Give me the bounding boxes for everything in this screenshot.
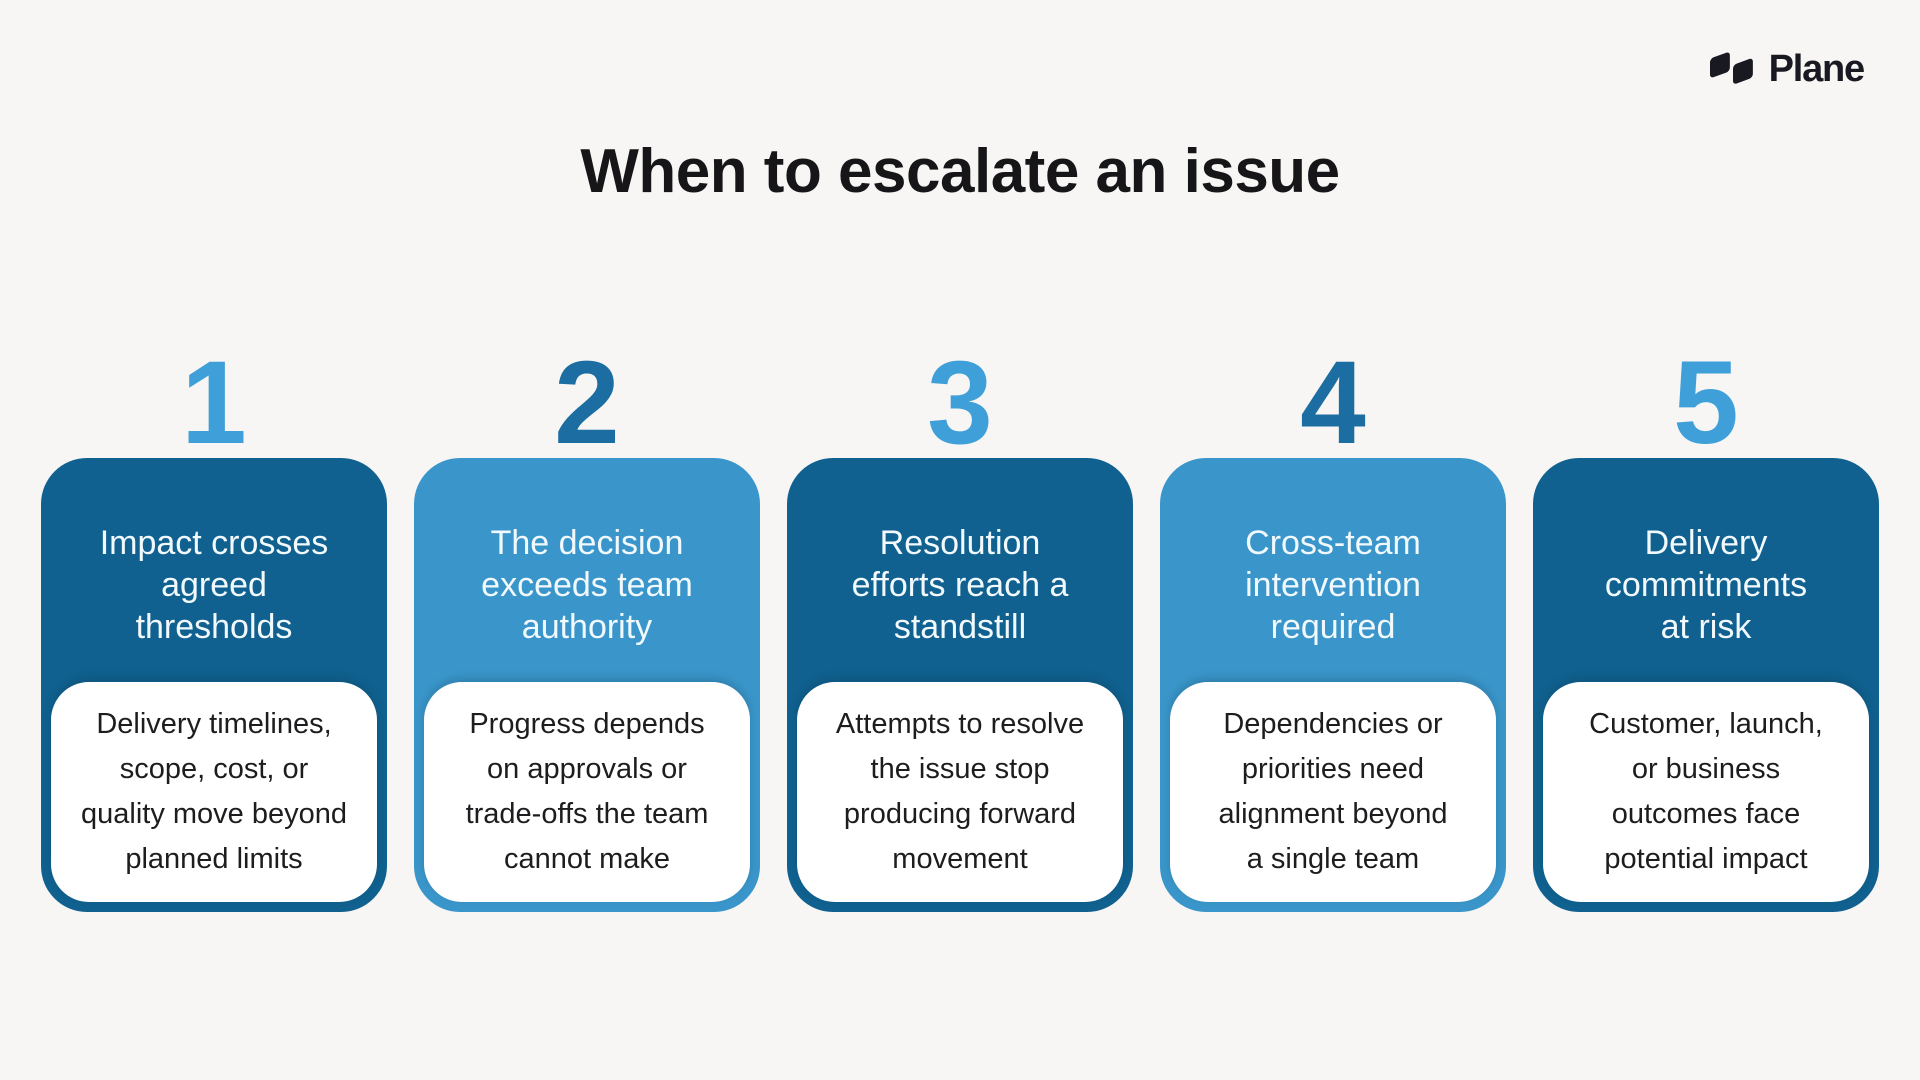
card-box: The decision exceeds team authority Prog… xyxy=(414,458,760,912)
card-header-text: The decision exceeds team authority xyxy=(481,524,693,646)
card-body-text: Delivery timelines, scope, cost, or qual… xyxy=(51,682,377,902)
card-4: 4 Cross-team intervention required Depen… xyxy=(1160,336,1506,912)
card-header-text: Cross-team intervention required xyxy=(1245,524,1421,646)
card-box: Resolution efforts reach a standstill At… xyxy=(787,458,1133,912)
card-number: 4 xyxy=(1300,336,1366,469)
card-1: 1 Impact crosses agreed thresholds Deliv… xyxy=(41,336,387,912)
page-title: When to escalate an issue xyxy=(580,137,1340,206)
brand-logo: Plane xyxy=(1707,44,1866,95)
card-3: 3 Resolution efforts reach a standstill … xyxy=(787,336,1133,912)
card-header-text: Impact crosses agreed thresholds xyxy=(99,524,329,646)
card-number: 5 xyxy=(1673,336,1739,469)
brand-name: Plane xyxy=(1768,48,1866,90)
card-body-text: Dependencies or priorities need alignmen… xyxy=(1170,682,1496,902)
card-body-text: Progress depends on approvals or trade-o… xyxy=(424,682,750,902)
card-box: Impact crosses agreed thresholds Deliver… xyxy=(41,458,387,912)
card-number: 1 xyxy=(181,336,247,469)
card-body-text: Attempts to resolve the issue stop produ… xyxy=(797,682,1123,902)
card-number: 3 xyxy=(927,336,993,469)
card-box: Delivery commitments at risk Customer, l… xyxy=(1533,458,1879,912)
cards-row: 1 Impact crosses agreed thresholds Deliv… xyxy=(41,336,1879,912)
card-2: 2 The decision exceeds team authority Pr… xyxy=(414,336,760,912)
card-5: 5 Delivery commitments at risk Customer,… xyxy=(1533,336,1879,912)
card-box: Cross-team intervention required Depende… xyxy=(1160,458,1506,912)
card-number: 2 xyxy=(554,336,620,469)
plane-logo-icon xyxy=(1707,44,1759,95)
card-body-text: Customer, launch, or business outcomes f… xyxy=(1543,682,1869,902)
card-header-text: Resolution efforts reach a standstill xyxy=(851,524,1069,646)
card-header-text: Delivery commitments at risk xyxy=(1604,524,1808,646)
